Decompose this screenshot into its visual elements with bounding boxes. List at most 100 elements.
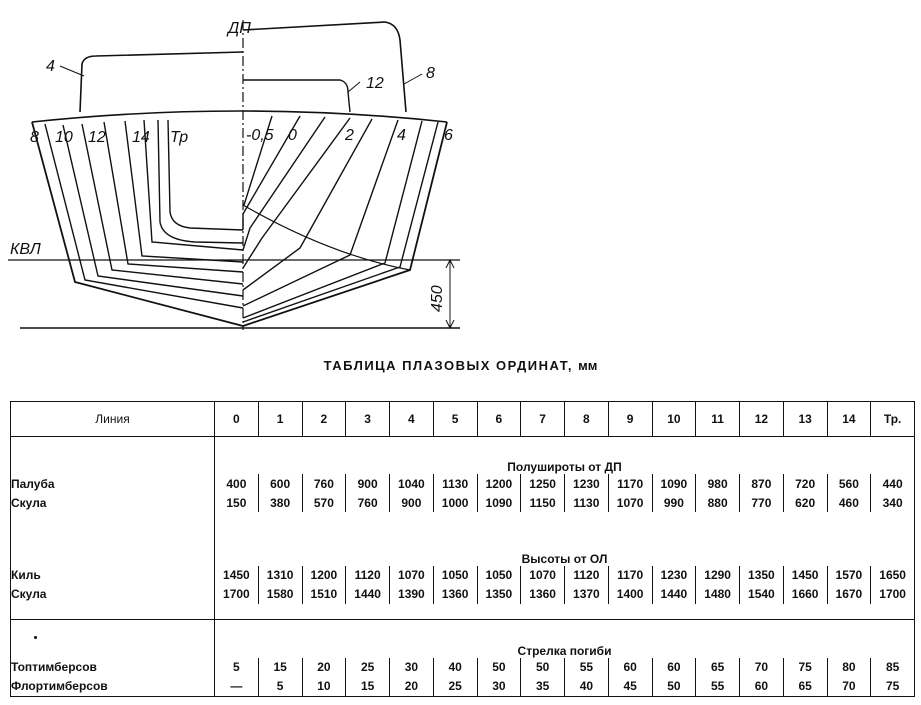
table-cell: 1130 — [432, 474, 477, 494]
section-title-row: Полушироты от ДП — [10, 436, 915, 475]
table-cell: 1130 — [564, 493, 609, 513]
table-cell: 900 — [345, 474, 390, 494]
deckhouse-left — [79, 51, 244, 113]
section-title: Полушироты от ДП — [214, 436, 915, 475]
table-cell: 60 — [607, 658, 652, 677]
table-cell: 30 — [476, 676, 521, 697]
header-station: 14 — [826, 401, 872, 437]
table-cell: 75 — [870, 676, 915, 697]
table-cell: 1370 — [564, 584, 609, 604]
table-cell: 1000 — [432, 493, 477, 513]
table-cell: 870 — [739, 474, 784, 494]
table-cell: 25 — [345, 658, 390, 677]
table-cell: 1440 — [345, 584, 390, 604]
header-station: 0 — [214, 401, 259, 437]
table-cell: 15 — [345, 676, 390, 697]
header-line: Линия — [10, 401, 215, 437]
header-station: 5 — [432, 401, 478, 437]
hull-outline-right — [242, 121, 448, 327]
table-cell: 770 — [739, 493, 784, 513]
table-cell: 50 — [520, 658, 565, 677]
spacer-side — [10, 603, 215, 620]
centerline-label: ДП — [226, 20, 251, 37]
chine-line-right — [242, 204, 411, 271]
station-label-right-0: 0 — [288, 127, 297, 144]
station-label-right-4: 4 — [397, 127, 406, 144]
table-cell: 50 — [476, 658, 521, 677]
table-cell: 1660 — [782, 584, 827, 604]
table-cell: 1120 — [564, 565, 609, 585]
section-side — [10, 619, 215, 659]
table-cell: 1230 — [651, 565, 696, 585]
station-left-2 — [62, 124, 244, 297]
table-cell: 40 — [432, 658, 477, 677]
station-right-3 — [242, 118, 373, 291]
dimension-label: 450 — [429, 285, 446, 312]
station-right-5 — [242, 120, 423, 319]
header-station: 10 — [651, 401, 697, 437]
header-station: 7 — [520, 401, 565, 437]
table-title: ТАБЛИЦА ПЛАЗОВЫХ ОРДИНАТ, мм — [0, 358, 921, 373]
row-name: Скула — [10, 493, 215, 513]
header-station: 4 — [389, 401, 434, 437]
table-cell: 25 — [432, 676, 477, 697]
upper-label-4: 4 — [46, 58, 55, 75]
table-cell: 1200 — [301, 565, 346, 585]
table-cell: 1050 — [476, 565, 521, 585]
table-cell: 1170 — [607, 565, 652, 585]
table-cell: 1120 — [345, 565, 390, 585]
station-left-tr — [167, 119, 244, 231]
station-label-left-tr: Тр — [170, 129, 188, 146]
table-cell: 560 — [826, 474, 871, 494]
station-left-tr-inner — [157, 119, 244, 244]
table-cell: 70 — [739, 658, 784, 677]
table-cell: — — [214, 676, 259, 697]
table-cell: 1510 — [301, 584, 346, 604]
table-cell: 10 — [301, 676, 346, 697]
table-cell: 460 — [826, 493, 871, 513]
table-cell: 1090 — [651, 474, 696, 494]
table-cell: 1070 — [607, 493, 652, 513]
table-cell: 1440 — [651, 584, 696, 604]
table-cell: 40 — [564, 676, 609, 697]
table-cell: 1580 — [257, 584, 302, 604]
table-cell: 1170 — [607, 474, 652, 494]
table-cell: 20 — [301, 658, 346, 677]
hull-outline-left — [31, 121, 244, 327]
section-title-row: Стрелка погиби — [10, 619, 915, 659]
leader-4 — [59, 65, 85, 77]
table-cell: 60 — [739, 676, 784, 697]
row-name: Скула — [10, 584, 215, 604]
header-station: 9 — [607, 401, 653, 437]
dimension-arrow-top — [445, 258, 455, 269]
header-station: 3 — [345, 401, 390, 437]
body-plan-drawing: ДП КВЛ 450 8 10 12 14 Тр -0,5 0 2 4 6 4 … — [8, 20, 460, 330]
table-cell: 1700 — [223, 587, 250, 602]
header-station: 6 — [476, 401, 522, 437]
table-cell: 1070 — [520, 565, 565, 585]
table-cell: 720 — [782, 474, 827, 494]
leader-8 — [403, 73, 423, 85]
table-cell: 85 — [870, 658, 915, 677]
table-cell: 75 — [782, 658, 827, 677]
station-right-m05 — [243, 115, 273, 206]
table-cell: 1070 — [389, 565, 434, 585]
table-cell: 1480 — [695, 584, 740, 604]
table-cell: 1350 — [739, 565, 784, 585]
table-cell: 990 — [651, 493, 696, 513]
table-cell: 45 — [607, 676, 652, 697]
table-cell: 900 — [389, 493, 434, 513]
deckhouse-right-12 — [243, 79, 351, 113]
station-label-right-2: 2 — [344, 127, 354, 144]
table-cell: 1350 — [476, 584, 521, 604]
table-cell: 1200 — [476, 474, 521, 494]
table-cell: 1400 — [607, 584, 652, 604]
table-cell: 5 — [233, 660, 240, 675]
table-cell: 1570 — [826, 565, 871, 585]
table-cell: 55 — [695, 676, 740, 697]
table-cell: 80 — [826, 658, 871, 677]
table-cell: 30 — [389, 658, 434, 677]
